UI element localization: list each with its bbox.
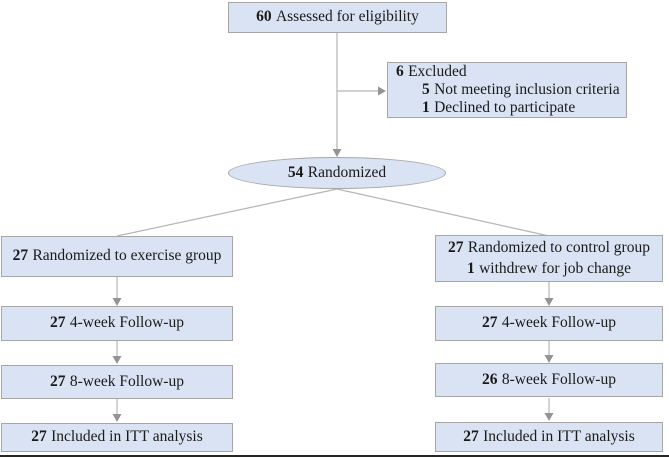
arrow-down-icon: [544, 298, 554, 306]
count-randomized: 54: [287, 163, 304, 181]
count-control-4wk: 27: [482, 314, 498, 332]
label-exercise-8wk: 8-week Follow-up: [69, 372, 184, 390]
label-exercise-itt: Included in ITT analysis: [51, 428, 203, 446]
label-control-8wk: 8-week Follow-up: [501, 370, 616, 388]
count-control-itt: 27: [463, 427, 479, 445]
count-withdrew: 1: [466, 259, 475, 277]
label-not-meeting-criteria: Not meeting inclusion criteria: [434, 81, 620, 98]
label-control-itt: Included in ITT analysis: [483, 427, 635, 445]
label-randomized: Randomized: [307, 163, 387, 181]
arrow-down-icon: [112, 414, 122, 422]
label-declined: Declined to participate: [434, 99, 576, 116]
line-randomized-to-control: [336, 188, 550, 237]
label-control-group: Randomized to control group: [467, 239, 650, 257]
count-control-group: 27: [448, 239, 464, 257]
count-exercise-8wk: 27: [50, 372, 66, 390]
line-randomized-to-exercise: [116, 188, 338, 237]
label-excluded: Excluded: [408, 63, 467, 80]
arrow-down-icon: [112, 356, 122, 364]
label-assessed: Assessed for eligibility: [275, 8, 419, 26]
count-excluded: 6: [396, 63, 404, 80]
arrow-down-icon: [112, 298, 122, 306]
count-control-8wk: 26: [482, 370, 498, 388]
count-exercise-4wk: 27: [50, 314, 66, 332]
arrow-down-icon: [332, 149, 342, 157]
count-not-meeting-criteria: 5: [422, 81, 430, 98]
count-declined: 1: [422, 99, 430, 116]
figure-bottom-border: [0, 455, 669, 457]
label-withdrew: withdrew for job change: [479, 259, 631, 277]
label-exercise-group: Randomized to exercise group: [32, 247, 222, 265]
count-exercise-itt: 27: [31, 428, 47, 446]
label-exercise-4wk: 4-week Follow-up: [69, 314, 184, 332]
arrow-right-icon: [378, 86, 386, 96]
count-assessed: 60: [256, 8, 272, 26]
label-control-4wk: 4-week Follow-up: [501, 314, 616, 332]
arrow-down-icon: [544, 413, 554, 421]
count-exercise-group: 27: [12, 247, 29, 265]
arrow-down-icon: [544, 355, 554, 363]
